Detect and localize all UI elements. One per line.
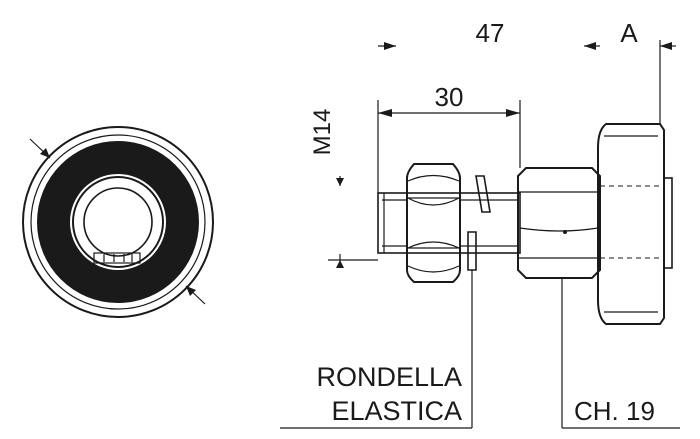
nut-face-top — [407, 174, 460, 182]
spacer-center-mark — [563, 230, 567, 234]
nut-outline — [406, 163, 461, 283]
stud-body — [377, 192, 521, 254]
washer-upper-half — [475, 175, 491, 213]
wheel-bearing-cap — [663, 177, 673, 269]
dimension-a-label: A — [620, 18, 638, 48]
dim30-arrow-left — [378, 109, 392, 117]
wheel-inner-rim — [30, 134, 206, 310]
spacer-face — [519, 227, 599, 232]
threaded-stud — [377, 192, 521, 254]
assembly-side-view — [280, 40, 680, 429]
wheel-side-outline — [597, 123, 665, 325]
dim47-arrow-left — [384, 42, 396, 50]
wheel-tyre — [37, 141, 199, 303]
dimA-arrow — [660, 42, 672, 50]
washer-label-line2: ELASTICA — [331, 396, 462, 426]
hex-nut — [406, 163, 461, 283]
m14-dimension — [328, 176, 378, 268]
nut-face-bottom — [407, 265, 460, 273]
wheel-front-view — [22, 126, 214, 318]
spacer-outline — [517, 167, 601, 279]
dim47-arrow-right — [584, 42, 596, 50]
wrench-size-label: CH. 19 — [574, 396, 655, 426]
wheel-outer-circle — [22, 126, 214, 318]
dim30-arrow-right — [506, 109, 520, 117]
m14-arrow — [336, 260, 344, 268]
nut-face-middle — [407, 197, 460, 206]
m14-top-arrow — [336, 178, 344, 186]
washer-label-line1: RONDELLA — [316, 362, 462, 392]
washer-lower-half — [467, 231, 477, 271]
nut-face-lower — [407, 241, 460, 249]
dimension-30-label: 30 — [435, 82, 464, 112]
wheel-hub-bore — [83, 187, 153, 257]
diameter-arrow-top — [40, 148, 50, 158]
thread-size-label: M14 — [309, 109, 336, 156]
dimension-47 — [378, 42, 676, 50]
wheel-hub-outer — [72, 176, 164, 268]
dimension-30 — [377, 100, 521, 193]
lock-washer — [467, 175, 491, 428]
wheel-side-profile — [597, 40, 673, 325]
diameter-arrow-bottom — [186, 286, 196, 296]
hub-thread-marks — [93, 252, 141, 264]
spacer-body — [517, 167, 601, 428]
dimension-47-label: 47 — [476, 18, 505, 48]
